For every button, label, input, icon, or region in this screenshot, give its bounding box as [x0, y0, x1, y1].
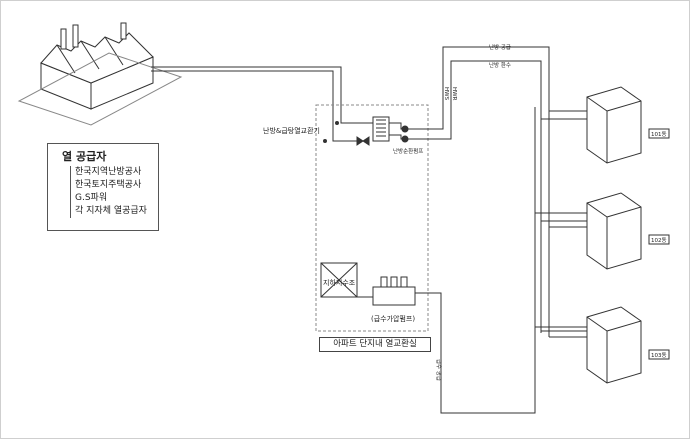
supply-line-label: 난방 공급 [489, 43, 511, 51]
plant-pipes [151, 66, 373, 142]
booster-pump-label: (급수가압펌프) [371, 314, 415, 323]
complex-heat-room-label: 아파트 단지내 열교환실 [319, 337, 431, 352]
booster-pump-icon [357, 276, 416, 306]
legend-title: 열 공급자 [62, 150, 107, 163]
water-tank-icon [320, 262, 358, 298]
legend-item: 한국지역난방공사 [75, 167, 142, 177]
building-label-103: 103동 [651, 352, 667, 359]
heat-plant-icon [17, 22, 183, 126]
legend-item: G.S파워 [75, 193, 108, 203]
legend-item: 각 지자체 열공급자 [75, 206, 147, 216]
hwr-label: HWR [451, 87, 457, 101]
legend-item: 한국토지주택공사 [75, 180, 142, 190]
water-supply-label: 급수 공급 [435, 359, 442, 381]
hws-label: HWS [443, 87, 449, 101]
heat-exchanger-label: 난방&급탕열교환기 [263, 126, 320, 135]
valve-icon [323, 121, 370, 146]
heat-supplier-legend: 열 공급자 한국지역난방공사 한국토지주택공사 G.S파워 각 지자체 열공급자 [47, 143, 159, 231]
heat-exchanger-icon [372, 116, 390, 142]
riser-pipes [389, 46, 587, 338]
circulation-pump-label: 난방순환펌프 [393, 147, 423, 155]
legend-list: 한국지역난방공사 한국토지주택공사 G.S파워 각 지자체 열공급자 [70, 166, 147, 218]
circulation-pump-icon [401, 125, 409, 143]
return-line-label: 난방 환수 [489, 61, 511, 69]
water-supply-pipe [415, 107, 587, 414]
building-label-101: 101동 [651, 131, 667, 138]
building-label-102: 102동 [651, 237, 667, 244]
heat-exchange-room-boundary [315, 104, 429, 332]
apartment-building-icon [586, 86, 642, 384]
water-tank-label: 지하저수조 [323, 278, 356, 287]
building-tag-boxes [648, 128, 670, 360]
